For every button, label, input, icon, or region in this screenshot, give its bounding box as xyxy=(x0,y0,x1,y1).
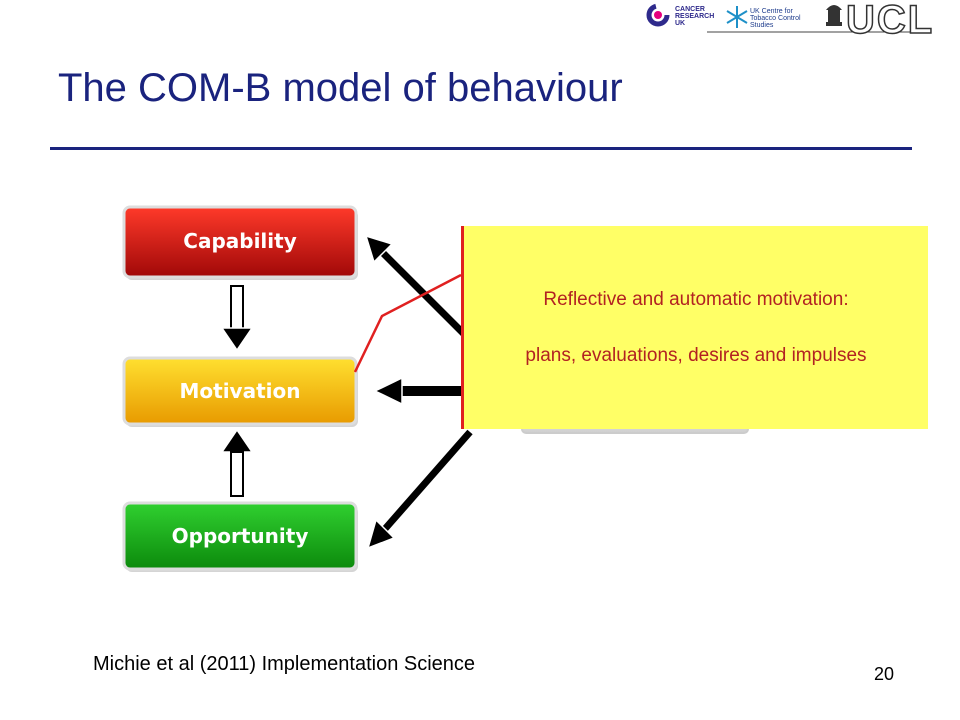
callout-line-1: Reflective and automatic motivation: xyxy=(543,289,849,310)
page-number: 20 xyxy=(874,664,895,684)
arrow-capability-to-motivation xyxy=(220,285,254,352)
arrow-behaviour-to-opportunity xyxy=(366,428,475,550)
logo-graphics xyxy=(646,3,910,33)
title-underline xyxy=(50,147,912,150)
citation: Michie et al (2011) Implementation Scien… xyxy=(93,653,476,675)
ucl-logo-text: UCL xyxy=(845,0,935,42)
motivation-callout: Reflective and automatic motivation: pla… xyxy=(461,226,928,429)
tobacco-logo-icon xyxy=(726,6,748,28)
callout-pointer xyxy=(353,273,462,373)
callout-line-2: plans, evaluations, desires and impulses xyxy=(525,345,867,366)
arrow-behaviour-to-motivation xyxy=(373,376,469,406)
motivation-label: Motivation xyxy=(179,379,301,403)
cancer-research-logo-text: CANCER RESEARCH UK xyxy=(675,6,715,27)
opportunity-box xyxy=(122,501,358,572)
motivation-box xyxy=(122,356,358,427)
arrow-opportunity-to-motivation xyxy=(220,428,254,497)
tobacco-logo-text: UK Centre for Tobacco Control Studies xyxy=(750,8,801,29)
arrow-behaviour-to-capability xyxy=(364,234,474,344)
capability-label: Capability xyxy=(183,229,297,253)
ucl-dome-icon xyxy=(826,5,842,26)
cancer-research-logo-icon xyxy=(646,3,670,27)
capability-box xyxy=(122,205,358,280)
page-title: The COM-B model of behaviour xyxy=(58,66,623,110)
logo-strip: CANCER RESEARCH UK UK Centre for Tobacco… xyxy=(600,0,960,44)
opportunity-label: Opportunity xyxy=(171,524,309,548)
